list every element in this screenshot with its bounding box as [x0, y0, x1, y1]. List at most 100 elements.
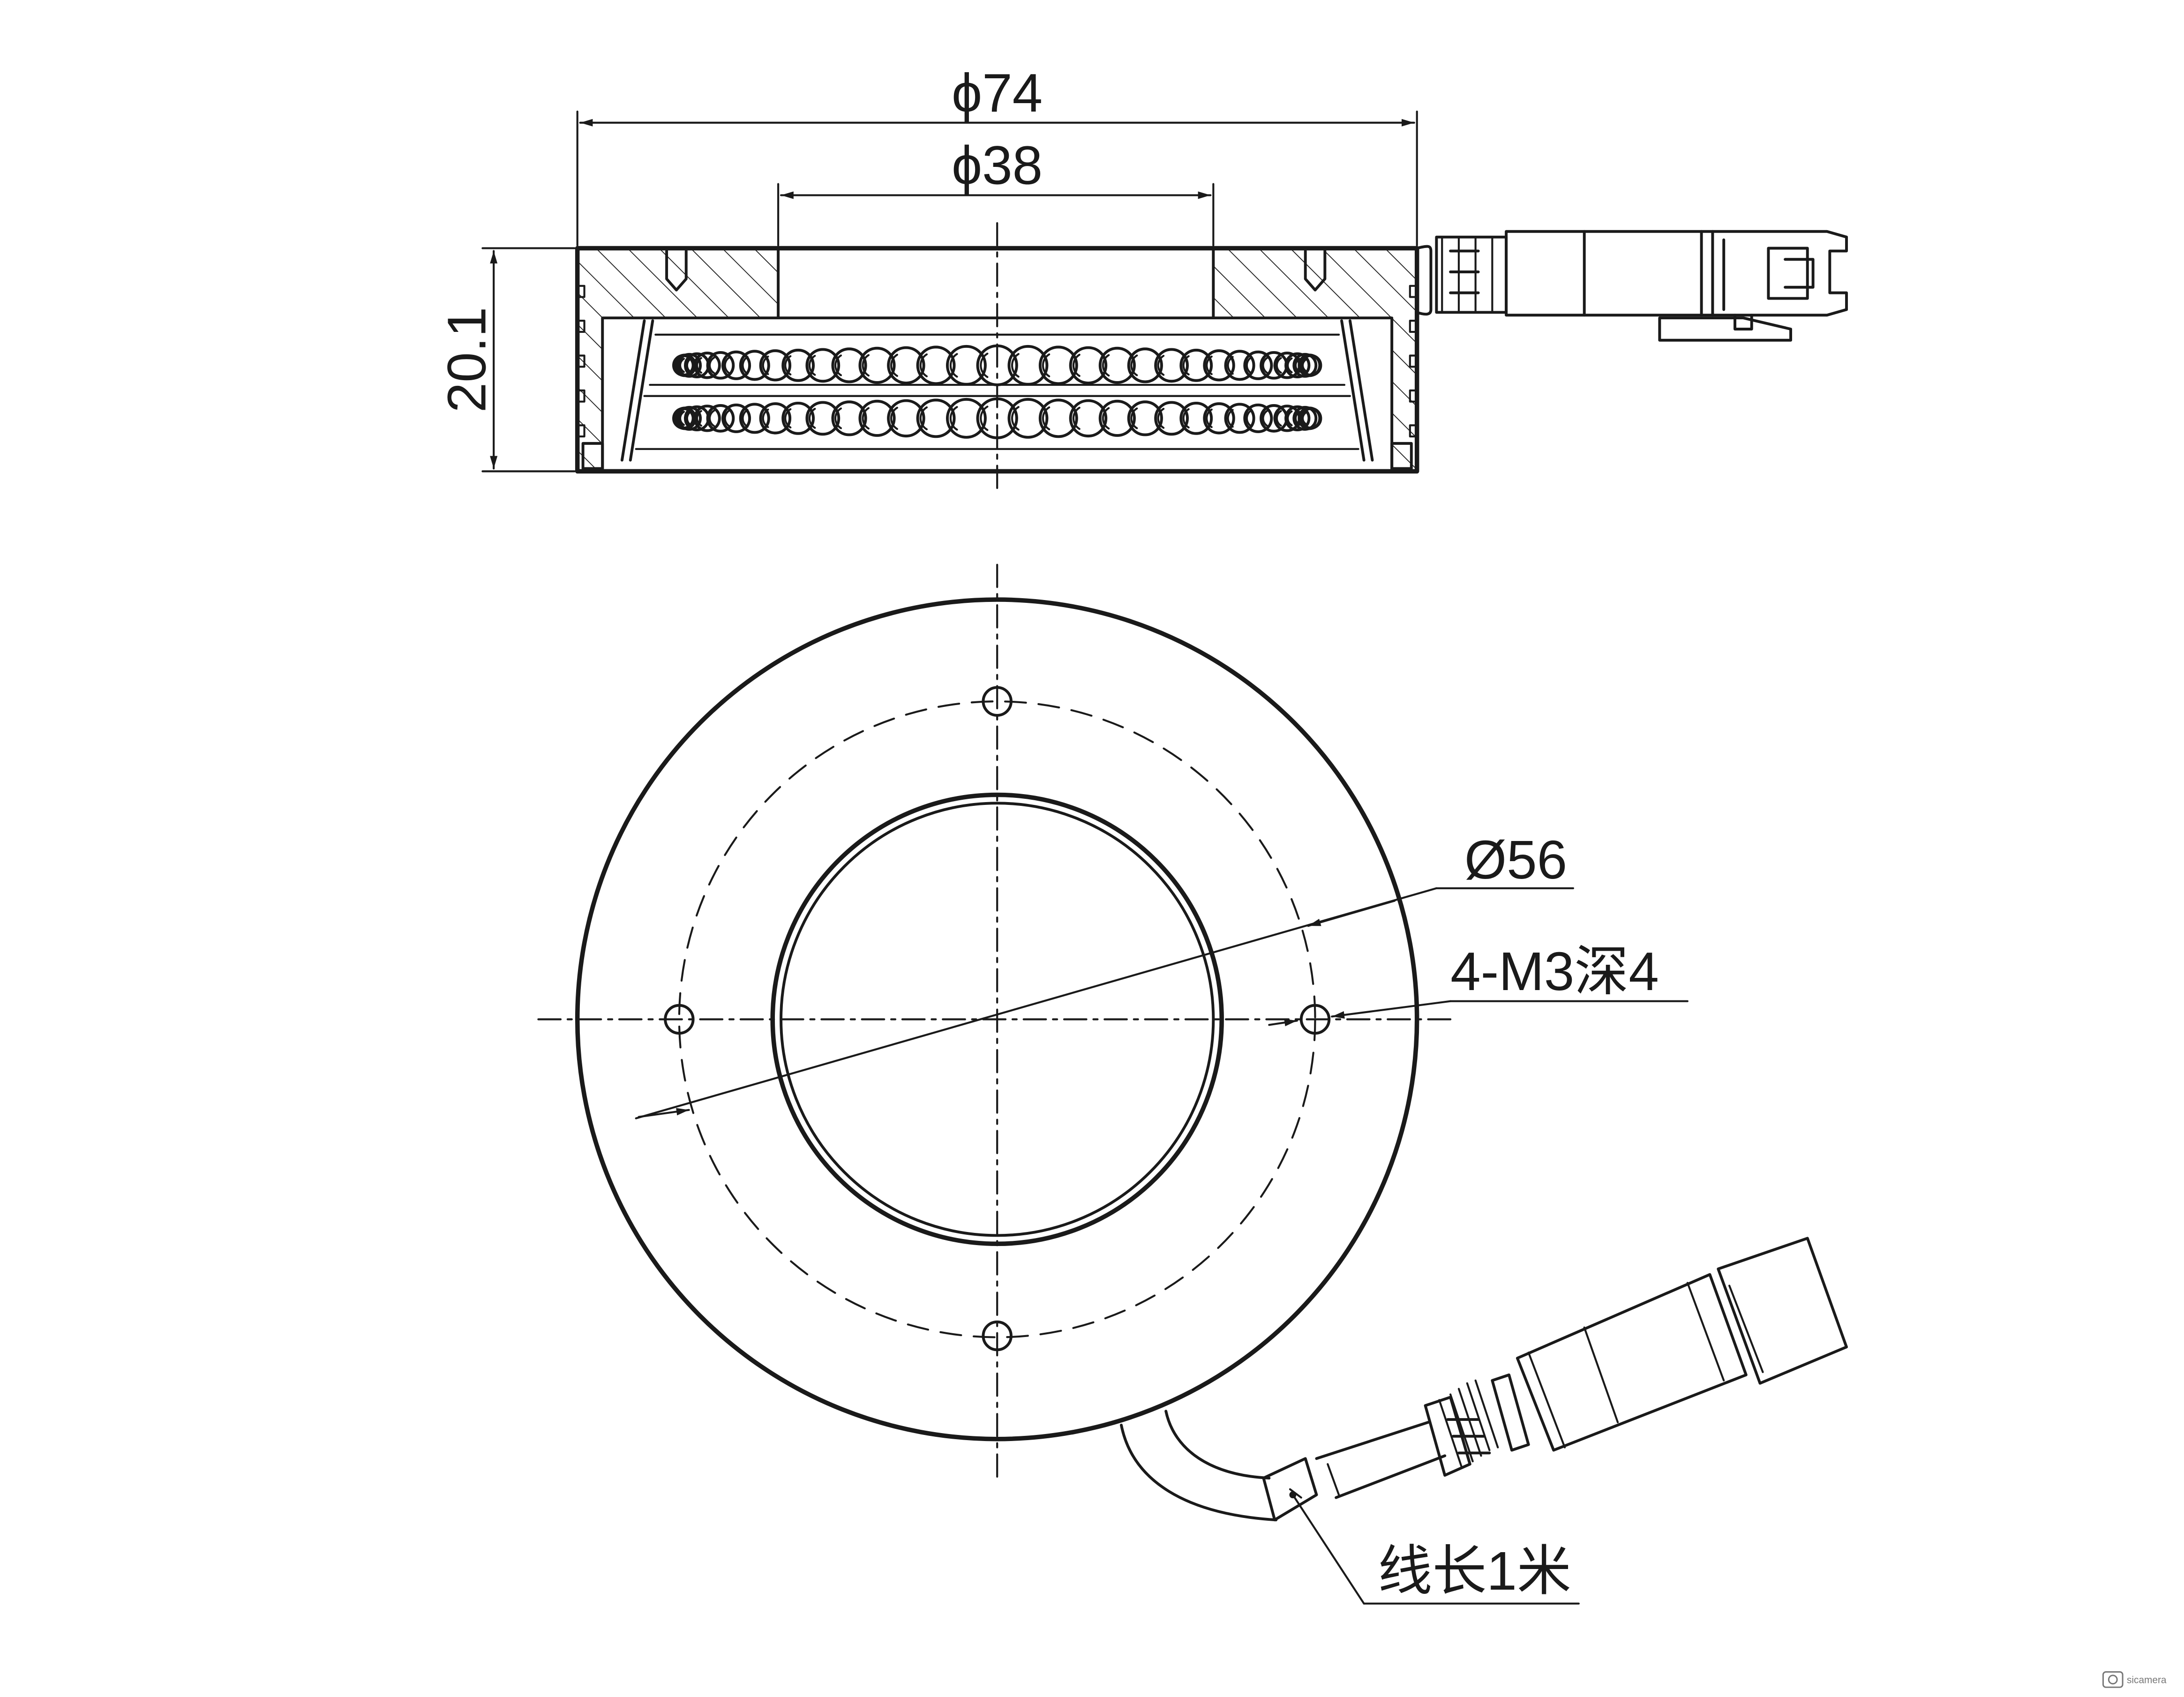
led-lens — [696, 357, 702, 374]
led-lens — [949, 406, 958, 431]
led-lens — [708, 409, 715, 427]
led — [677, 405, 702, 431]
led — [693, 352, 721, 379]
led — [946, 345, 987, 386]
led-lens — [1157, 354, 1165, 376]
led — [1179, 401, 1213, 435]
led — [677, 353, 702, 378]
led — [1243, 403, 1273, 433]
led — [1203, 402, 1235, 435]
led-lens — [834, 407, 842, 429]
led-lens — [1206, 408, 1213, 428]
led — [946, 398, 987, 439]
led — [1127, 400, 1163, 436]
led-lens — [949, 353, 958, 378]
led-lens — [808, 354, 816, 376]
led — [1284, 405, 1311, 432]
led-lens — [862, 354, 870, 377]
camera-icon — [2102, 1671, 2124, 1688]
led — [1299, 354, 1322, 377]
section-outline — [575, 246, 1419, 474]
led — [1098, 399, 1136, 437]
led-lens — [1102, 407, 1110, 430]
dim-height: 20.1 — [436, 247, 576, 473]
led — [1224, 350, 1255, 381]
led-lens — [980, 353, 989, 378]
led — [759, 349, 792, 382]
led — [781, 401, 815, 435]
led-lens — [1130, 354, 1138, 376]
led-lens — [1011, 353, 1020, 378]
watermark-text: sicamera — [2127, 1674, 2167, 1685]
led-lens — [1042, 353, 1051, 377]
led-lens — [696, 410, 702, 427]
led — [858, 399, 896, 437]
led — [1007, 398, 1049, 439]
led-lens — [1182, 355, 1190, 375]
plan-view: Ø56 4-M3深4 — [537, 563, 1848, 1605]
led — [1038, 398, 1078, 438]
led — [1038, 345, 1078, 385]
led-lens — [1246, 409, 1253, 428]
led — [831, 400, 867, 436]
led-lens — [1276, 357, 1282, 374]
led-lens — [762, 355, 769, 375]
cable — [1120, 1237, 1848, 1522]
led-lens — [919, 406, 928, 430]
led — [887, 346, 925, 385]
led-lens — [784, 355, 792, 375]
led-lens — [1262, 356, 1268, 374]
led — [1224, 403, 1255, 434]
led — [1154, 348, 1189, 383]
side-connector — [1415, 230, 1848, 342]
led-lens — [1206, 355, 1213, 375]
outer-diameter-label: ϕ74 — [952, 62, 1043, 123]
led-lens — [762, 408, 769, 428]
led — [1292, 353, 1318, 378]
led-lens — [1287, 357, 1293, 374]
led-lens — [1102, 354, 1110, 377]
watermark: sicamera — [2102, 1671, 2167, 1688]
led-lens — [1182, 408, 1190, 428]
led-lens — [1130, 407, 1138, 429]
led-lens — [890, 353, 898, 377]
led-lens — [1072, 406, 1081, 430]
led — [1203, 349, 1235, 382]
led — [1243, 350, 1273, 380]
led — [721, 350, 751, 380]
led — [805, 401, 841, 436]
led-lens — [742, 409, 749, 428]
led-lens — [890, 406, 898, 430]
led — [1069, 399, 1108, 438]
led — [721, 403, 751, 433]
led — [1098, 346, 1136, 384]
led-lens — [686, 357, 692, 374]
led-lens — [1262, 409, 1268, 427]
led — [1154, 401, 1189, 436]
led — [916, 398, 956, 438]
led-lens — [1302, 358, 1307, 372]
led-lens — [742, 356, 749, 375]
led-lens — [1302, 411, 1307, 425]
led — [887, 399, 925, 438]
led-lens — [1042, 406, 1051, 430]
led-lens — [1294, 358, 1300, 373]
led-lens — [862, 407, 870, 430]
led — [693, 405, 721, 432]
holes-label: 4-M3深4 — [1450, 941, 1659, 1002]
led — [831, 347, 867, 383]
led — [759, 402, 792, 435]
led-lens — [1276, 410, 1282, 427]
led-lens — [919, 353, 928, 377]
led-lens — [808, 407, 816, 429]
led-lens — [980, 405, 989, 431]
section-view: ϕ74 ϕ38 20.1 — [436, 62, 1848, 489]
led-lens — [1072, 353, 1081, 377]
bolt-circle-label: Ø56 — [1464, 829, 1567, 890]
cable-length-leader: 线长1米 — [1289, 1491, 1580, 1605]
led-lens — [686, 410, 692, 427]
led-row-upper — [672, 344, 1322, 386]
led-lens — [1157, 407, 1165, 429]
led-lens — [1294, 411, 1300, 426]
